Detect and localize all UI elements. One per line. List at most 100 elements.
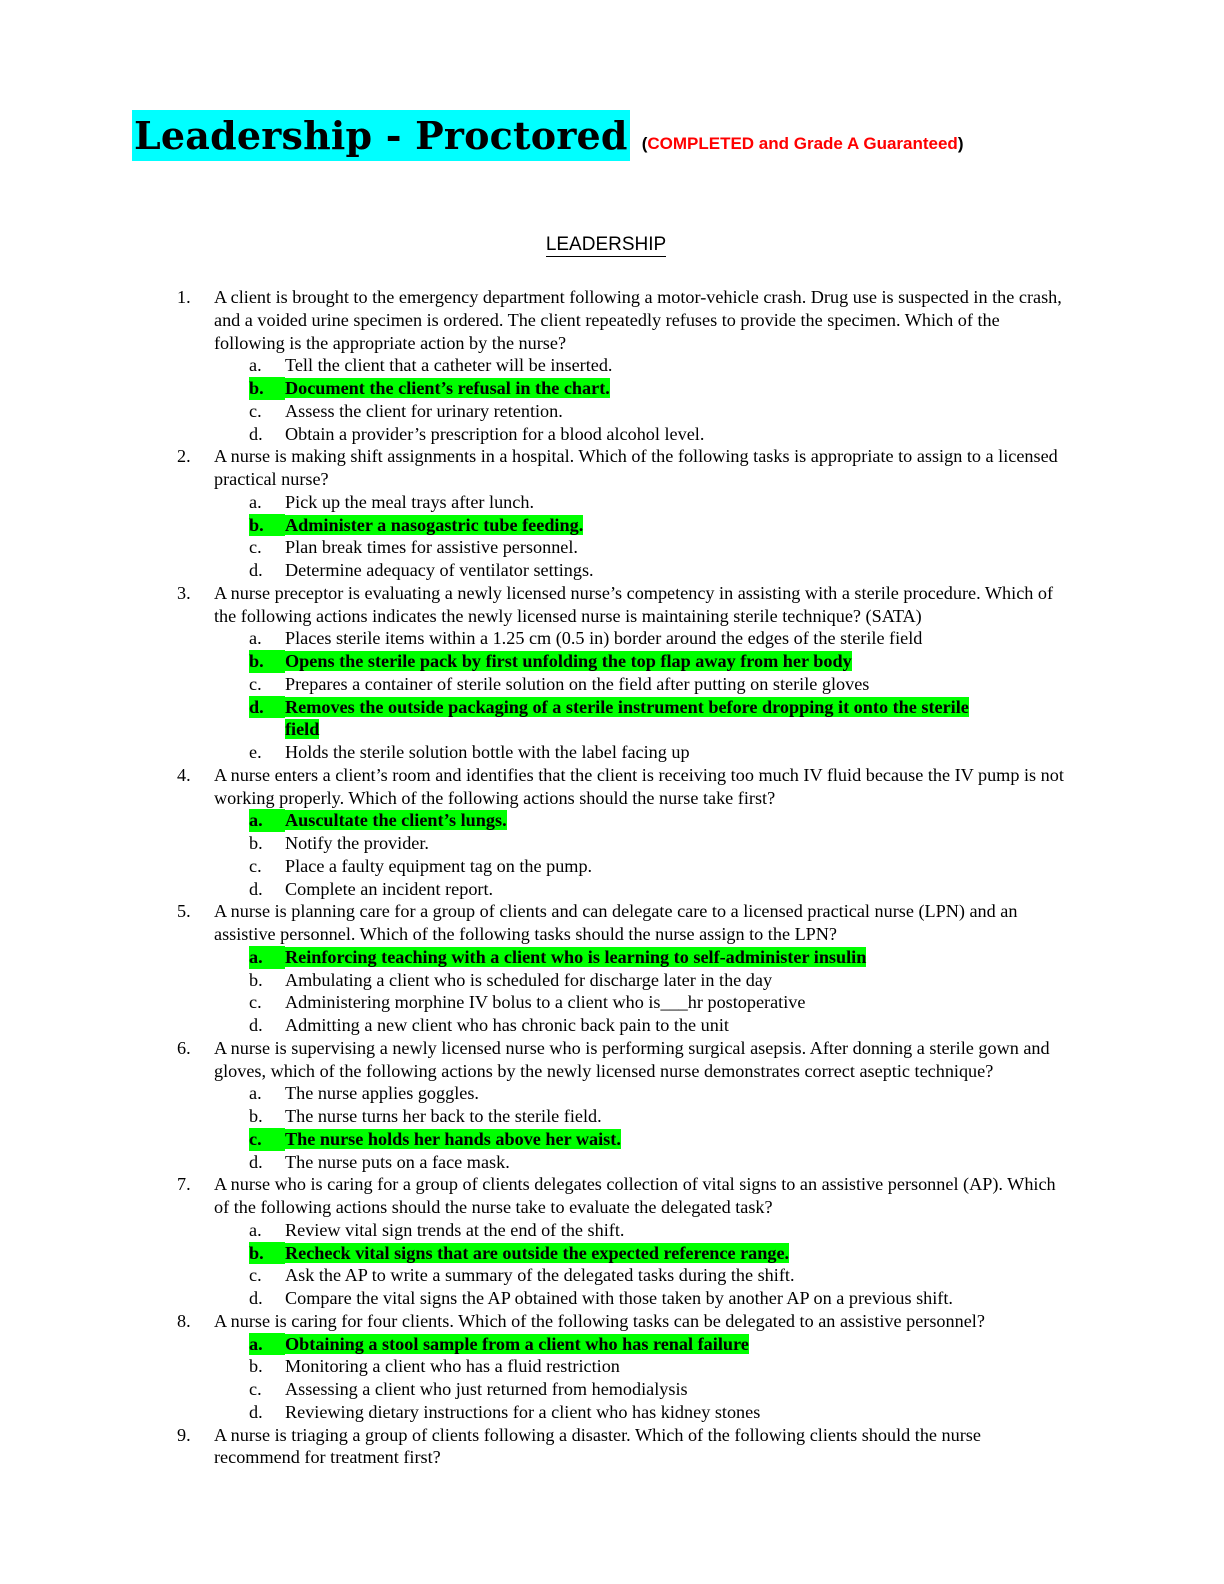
option-letter: c. [249,400,262,421]
option-text: Auscultate the client’s lungs. [285,810,507,831]
option: e. Holds the sterile solution bottle with… [0,741,1224,764]
option-text: Obtain a provider’s prescription for a b… [285,423,705,444]
option-correct: a.Obtaining a stool sample from a client… [0,1332,1224,1356]
option-list: a.Review vital sign trends at the end of… [0,1219,1224,1310]
question-7: 7. A nurse who is caring for a group of … [0,1173,1224,1310]
option-text: Place a faulty equipment tag on the pump… [285,855,593,876]
option-correct: a.Reinforcing teaching with a client who… [0,945,1224,969]
question-text: A nurse enters a client’s room and ident… [214,764,1064,808]
option-text: Tell the client that a catheter will be … [285,355,613,376]
option-letter: b. [249,969,263,990]
option-text: Ask the AP to write a summary of the del… [285,1265,795,1286]
question-6: 6. A nurse is supervising a newly licens… [0,1037,1224,1174]
option-correct: c.The nurse holds her hands above her wa… [0,1127,1224,1151]
option-letter: d. [249,878,263,899]
question-4: 4. A nurse enters a client’s room and id… [0,764,1224,901]
option-text: Assessing a client who just returned fro… [285,1379,688,1399]
question-2: 2. A nurse is making shift assignments i… [0,445,1224,582]
option-text: Determine adequacy of ventilator setting… [285,560,594,580]
question-number: 8. [177,1310,191,1331]
option-letter: a. [249,1332,285,1356]
option: d.Reviewing dietary instructions for a c… [0,1401,1224,1424]
option-letter: c. [249,673,262,694]
option-text: Ambulating a client who is scheduled for… [285,969,773,990]
option: d. Compare the vital signs the AP obtaine… [0,1287,1224,1310]
question-text: A nurse preceptor is evaluating a newly … [214,582,1054,626]
option-letter: d. [249,695,285,719]
option-letter: d. [249,1015,263,1035]
option-letter: b. [249,650,285,673]
option-text: Opens the sterile pack by first unfoldin… [285,651,852,671]
question-text: A nurse is triaging a group of clients f… [214,1424,981,1468]
option-text: Compare the vital signs the AP obtained … [285,1288,953,1308]
option-letter: b. [249,1106,263,1126]
question-text: A nurse is planning care for a group of … [214,901,1018,944]
option: b. The nurse turns her back to the steril… [0,1105,1224,1128]
question-number: 3. [177,582,191,603]
option-text: Holds the sterile solution bottle with t… [285,742,690,762]
option-letter: d. [249,560,263,580]
option-letter: c. [249,1379,262,1399]
option: c.Prepares a container of sterile soluti… [0,673,1224,696]
option-text: Pick up the meal trays after lunch. [285,491,534,512]
option-text: Monitoring a client who has a fluid rest… [285,1356,620,1377]
question-3: 3. A nurse preceptor is evaluating a new… [0,582,1224,764]
option: c. Assessing a client who just returned f… [0,1378,1224,1401]
question-number: 2. [177,446,191,467]
option-letter: c. [249,855,262,876]
option-text: Reviewing dietary instructions for a cli… [285,1401,761,1422]
option: d.Admitting a new client who has chronic… [0,1014,1224,1037]
option-text: Reinforcing teaching with a client who i… [285,946,867,967]
option-letter: b. [249,377,285,400]
option-letter: d. [249,1151,263,1172]
option: d. Determine adequacy of ventilator setti… [0,559,1224,582]
option: c.Administering morphine IV bolus to a c… [0,991,1224,1014]
option: b. Ambulating a client who is scheduled f… [0,969,1224,992]
question-number: 1. [177,287,191,307]
option-letter: e. [249,742,262,762]
option-letter: d. [249,423,263,444]
question-5: 5. A nurse is planning care for a group … [0,900,1224,1037]
option-letter: a. [249,809,285,832]
option-text: Complete an incident report. [285,878,494,899]
question-number: 9. [177,1424,191,1445]
option-list: a.Reinforcing teaching with a client who… [0,945,1224,1037]
option-text: The nurse turns her back to the sterile … [285,1106,602,1126]
option-text: Obtaining a stool sample from a client w… [285,1333,749,1354]
option-list: a.Places sterile items within a 1.25 cm … [0,627,1224,764]
option-text: The nurse holds her hands above her wais… [285,1128,621,1149]
option-letter: c. [249,992,262,1013]
title-subtitle: (COMPLETED and Grade A Guaranteed) [641,134,964,153]
option-letter: b. [249,513,285,537]
option: c. Assess the client for urinary retentio… [0,400,1224,423]
option-text: Recheck vital signs that are outside the… [285,1242,790,1263]
option-letter: c. [249,1127,285,1151]
option-text-line-2: field [285,719,320,740]
question-number: 6. [177,1037,191,1058]
option: c. Ask the AP to write a summary of the d… [0,1264,1224,1287]
option-text: Assess the client for urinary retention. [285,400,563,421]
question-text: A client is brought to the emergency dep… [214,287,1062,353]
option-list: a.The nurse applies goggles. b.The nurse… [0,1082,1224,1173]
option-letter: a. [249,945,285,969]
option-letter: c. [249,537,262,558]
option-text: Document the client’s refusal in the cha… [285,378,610,398]
question-1: 1. A client is brought to the emergency … [0,286,1224,445]
option-letter: b. [249,1356,263,1377]
option-letter: a. [249,491,262,512]
option-list: a.Obtaining a stool sample from a client… [0,1332,1224,1424]
option-text: Notify the provider. [285,833,429,853]
option-letter: a. [249,1219,262,1240]
option-letter: a. [249,355,262,376]
option-list: a. Tell the client that a catheter will b… [0,354,1224,445]
option-letter: a. [249,1083,262,1104]
question-9: 9. A nurse is triaging a group of client… [0,1424,1224,1470]
option-letter: b. [249,1241,285,1265]
option: c. Place a faulty equipment tag on the pu… [0,855,1224,878]
question-list: 1. A client is brought to the emergency … [0,286,1224,1469]
question-number: 7. [177,1174,191,1195]
option-letter: d. [249,1288,263,1308]
question-8: 8. A nurse is caring for four clients. W… [0,1310,1224,1424]
option-text-line-1: Removes the outside packaging of a steri… [285,696,969,717]
option-letter: c. [249,1265,262,1286]
